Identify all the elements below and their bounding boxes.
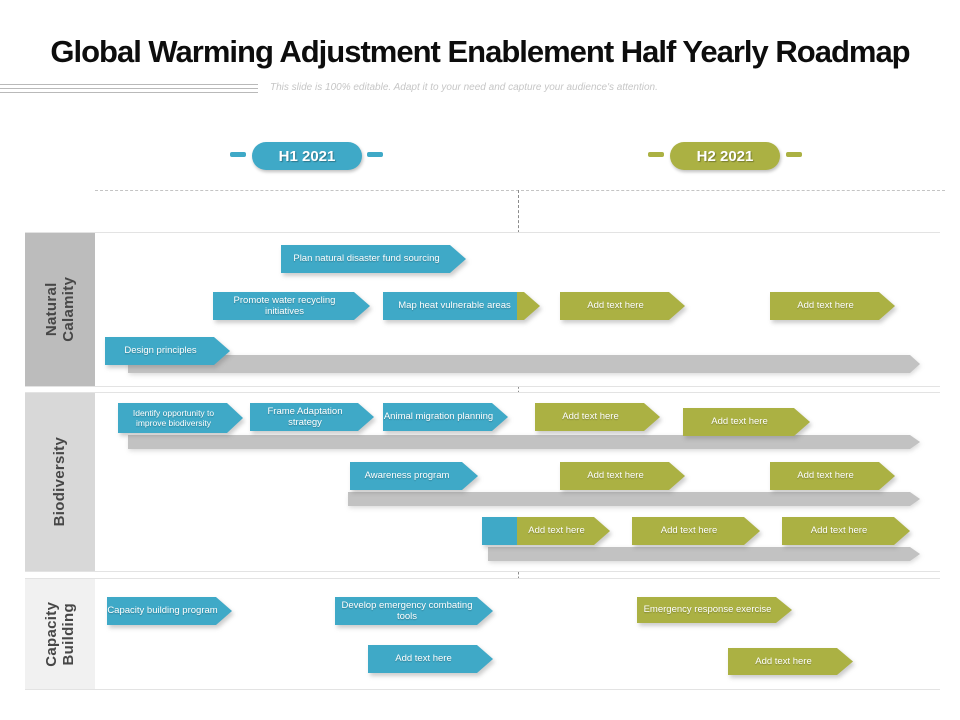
task-awareness-program[interactable]: Awareness program — [350, 462, 478, 490]
nc-duration-bar-shape — [128, 355, 920, 373]
h1-badge-label: H1 2021 — [278, 147, 336, 165]
task-bio-add-text-7-shape: Add text here — [782, 517, 910, 545]
task-label: Capacity building program — [107, 605, 218, 617]
task-design-principles[interactable]: Design principles — [105, 337, 230, 365]
task-plan-natural-disaster[interactable]: Plan natural disaster fund sourcing — [281, 245, 466, 273]
task-bio-add-text-7[interactable]: Add text here — [782, 517, 910, 545]
bio-duration-bar-1-shape — [128, 435, 920, 449]
task-capacity-building-shape: Capacity building program — [107, 597, 232, 625]
task-bio-add-text-6-shape: Add text here — [632, 517, 760, 545]
task-bio-add-text-1-shape: Add text here — [535, 403, 660, 431]
task-nc-add-text-1[interactable]: Add text here — [560, 292, 685, 320]
task-label: Frame Adaptation strategy — [267, 405, 343, 428]
task-label: Emergency response exercise — [643, 604, 772, 616]
task-label: Design principles — [124, 345, 197, 357]
task-animal-migration-shape: Animal migration planning — [383, 403, 508, 431]
timeline-baseline — [95, 190, 945, 191]
task-cb-add-text-2[interactable]: Add text here — [728, 648, 853, 675]
h2-badge-label: H2 2021 — [696, 147, 754, 165]
task-label: Animal migration planning — [383, 411, 494, 423]
task-label: Develop emergency combating tools — [341, 599, 473, 622]
lane-label-capacity-building[interactable]: Capacity Building — [25, 579, 95, 689]
task-label: Add text here — [711, 416, 768, 428]
task-label: Add text here — [587, 470, 644, 482]
task-label: Promote water recycling initiatives — [233, 294, 336, 317]
task-cb-add-text-1[interactable]: Add text here — [368, 645, 493, 673]
task-label: Add text here — [797, 300, 854, 312]
h1-connector-right — [367, 152, 383, 157]
nc-duration-bar[interactable] — [128, 355, 920, 373]
task-label: Add text here — [395, 653, 452, 665]
subtitle: This slide is 100% editable. Adapt it to… — [270, 82, 658, 93]
task-emergency-response[interactable]: Emergency response exercise — [637, 597, 792, 623]
task-bio-add-text-2[interactable]: Add text here — [683, 408, 810, 436]
task-label: Map heat vulnerable areas — [398, 300, 511, 312]
task-plan-natural-disaster-shape: Plan natural disaster fund sourcing — [281, 245, 466, 273]
task-promote-water-recycling-shape: Promote water recycling initiatives — [213, 292, 370, 320]
task-animal-migration[interactable]: Animal migration planning — [383, 403, 508, 431]
task-bio-add-text-3[interactable]: Add text here — [560, 462, 685, 490]
task-bio-add-text-4-shape: Add text here — [770, 462, 895, 490]
task-bio-add-text-2-shape: Add text here — [683, 408, 810, 436]
h2-connector-left — [648, 152, 664, 157]
task-bio-add-text-4[interactable]: Add text here — [770, 462, 895, 490]
task-awareness-program-shape: Awareness program — [350, 462, 478, 490]
task-bio-add-text-5[interactable]: Add text here — [482, 517, 610, 545]
task-label: Awareness program — [364, 470, 450, 482]
task-frame-adaptation-shape: Frame Adaptation strategy — [250, 403, 374, 431]
task-bio-add-text-5-shape: Add text here — [482, 517, 610, 545]
task-promote-water-recycling[interactable]: Promote water recycling initiatives — [213, 292, 370, 320]
task-identify-opportunity-shape: Identify opportunity to improve biodiver… — [118, 403, 243, 433]
task-label: Add text here — [562, 411, 619, 423]
task-develop-emergency-shape: Develop emergency combating tools — [335, 597, 493, 625]
lane-label-biodiversity[interactable]: Biodiversity — [25, 393, 95, 571]
lane-label-text: Natural Calamity — [42, 277, 77, 342]
task-develop-emergency[interactable]: Develop emergency combating tools — [335, 597, 493, 625]
task-label: Add text here — [587, 300, 644, 312]
task-bio-add-text-3-shape: Add text here — [560, 462, 685, 490]
task-nc-add-text-2[interactable]: Add text here — [770, 292, 895, 320]
lane-label-text: Biodiversity — [51, 437, 69, 527]
task-label: Add text here — [528, 525, 585, 537]
task-frame-adaptation[interactable]: Frame Adaptation strategy — [250, 403, 374, 431]
task-label: Add text here — [755, 655, 812, 667]
lane-label-natural-calamity[interactable]: Natural Calamity — [25, 233, 95, 386]
lane-label-text: Capacity Building — [42, 601, 77, 667]
bio-duration-bar-1[interactable] — [128, 435, 920, 449]
task-label: Plan natural disaster fund sourcing — [293, 253, 440, 265]
task-label: Add text here — [810, 525, 868, 537]
h1-2021-badge[interactable]: H1 2021 — [252, 142, 362, 170]
h2-connector-right — [786, 152, 802, 157]
page-title: Global Warming Adjustment Enablement Hal… — [50, 34, 910, 69]
task-label: Identify opportunity to improve biodiver… — [132, 407, 215, 428]
task-bio-add-text-1[interactable]: Add text here — [535, 403, 660, 431]
task-bio-add-text-6[interactable]: Add text here — [632, 517, 760, 545]
bio-duration-bar-3-shape — [488, 547, 920, 561]
title-rule-lines — [0, 84, 258, 94]
h2-2021-badge[interactable]: H2 2021 — [670, 142, 780, 170]
bio-duration-bar-2[interactable] — [348, 492, 920, 506]
h1-connector-left — [230, 152, 246, 157]
bio-duration-bar-2-shape — [348, 492, 920, 506]
task-capacity-building[interactable]: Capacity building program — [107, 597, 232, 625]
task-map-heat-vulnerable-shape: Map heat vulnerable areas — [383, 292, 540, 320]
task-map-heat-vulnerable[interactable]: Map heat vulnerable areas — [383, 292, 540, 320]
task-label: Add text here — [797, 470, 854, 482]
task-nc-add-text-1-shape: Add text here — [560, 292, 685, 320]
task-label: Add text here — [660, 525, 718, 537]
bio-duration-bar-3[interactable] — [488, 547, 920, 561]
task-design-principles-shape: Design principles — [105, 337, 230, 365]
task-identify-opportunity[interactable]: Identify opportunity to improve biodiver… — [118, 403, 243, 433]
task-cb-add-text-2-shape: Add text here — [728, 648, 853, 675]
task-nc-add-text-2-shape: Add text here — [770, 292, 895, 320]
task-cb-add-text-1-shape: Add text here — [368, 645, 493, 673]
task-emergency-response-shape: Emergency response exercise — [637, 597, 792, 623]
